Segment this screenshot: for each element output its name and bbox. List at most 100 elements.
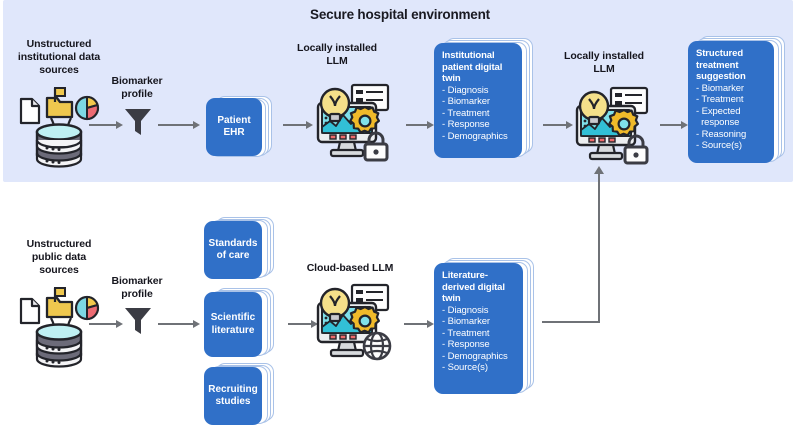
literature-twin-title-line-2: derived digital bbox=[442, 281, 505, 293]
institutional-patient-digital-twin-card[interactable]: Institutional patient digital twin - Dia… bbox=[434, 38, 538, 158]
scientific-literature-line-2: literature bbox=[211, 324, 255, 336]
institutional-twin-bullet-1: - Diagnosis bbox=[442, 84, 489, 96]
feedback-connector-arrowhead bbox=[594, 166, 604, 174]
globe-icon bbox=[362, 331, 392, 361]
institutional-twin-title-line-1: Institutional bbox=[442, 50, 495, 61]
structured-suggestion-bullet-4: - Reasoning bbox=[696, 128, 747, 140]
arrow-top-1-head bbox=[116, 120, 123, 129]
arrow-bottom-4-line bbox=[404, 323, 428, 325]
arrow-bottom-2-line bbox=[158, 323, 194, 325]
scientific-literature-line-1: Scientific bbox=[210, 312, 256, 323]
feedback-connector-horizontal bbox=[542, 321, 600, 323]
arrow-top-2-line bbox=[158, 124, 194, 126]
literature-twin-bullet-4: - Response bbox=[442, 339, 490, 350]
arrow-top-5-head bbox=[566, 120, 573, 129]
standards-of-care-card-face: Standards of care bbox=[204, 221, 262, 279]
structured-suggestion-bullet-2: - Treatment bbox=[696, 94, 744, 105]
bottom-filter-caption: Biomarker profile bbox=[106, 275, 168, 301]
literature-twin-bullet-3: - Treatment bbox=[442, 327, 490, 339]
top-filter-caption-line-2: profile bbox=[121, 88, 153, 100]
arrow-top-2-head bbox=[193, 120, 200, 129]
institutional-twin-card-face: Institutional patient digital twin - Dia… bbox=[434, 43, 522, 158]
recruiting-studies-line-1: Recruiting bbox=[208, 383, 258, 395]
arrow-top-4-head bbox=[427, 120, 434, 129]
arrow-bottom-1-head bbox=[116, 319, 123, 328]
bottom-source-caption-line-1: Unstructured bbox=[26, 238, 92, 250]
cloud-llm-computer-icon bbox=[313, 283, 393, 359]
arrow-bottom-3-head bbox=[311, 319, 318, 328]
arrow-top-3-line bbox=[283, 124, 307, 126]
database-icon bbox=[17, 284, 100, 368]
page-title: Secure hospital environment bbox=[310, 7, 490, 22]
institutional-twin-bullet-5: - Demographics bbox=[442, 130, 508, 142]
patient-ehr-line-1: Patient bbox=[217, 114, 251, 126]
funnel-icon bbox=[124, 305, 152, 337]
literature-twin-bullet-1: - Diagnosis bbox=[442, 304, 489, 316]
top-source-caption-line-3: sources bbox=[39, 64, 79, 76]
arrow-top-5-line bbox=[543, 124, 567, 126]
top-filter-caption: Biomarker profile bbox=[106, 75, 168, 101]
bottom-source-caption-line-3: sources bbox=[39, 264, 79, 276]
structured-suggestion-card-face: Structured treatment suggestion - Biomar… bbox=[688, 41, 774, 163]
bottom-filter-caption-line-2: profile bbox=[121, 288, 153, 300]
literature-twin-bullet-5: - Demographics bbox=[442, 350, 508, 362]
structured-suggestion-title: Structured treatment suggestion bbox=[696, 48, 767, 83]
recruiting-studies-card[interactable]: Recruiting studies bbox=[204, 363, 284, 425]
arrow-top-1-line bbox=[89, 124, 117, 126]
standards-of-care-card[interactable]: Standards of care bbox=[204, 217, 284, 279]
structured-suggestion-bullet-3: - Expected bbox=[696, 105, 741, 117]
structured-suggestion-bullet-1: - Biomarker bbox=[696, 82, 744, 94]
literature-twin-title-line-3: twin bbox=[442, 293, 461, 304]
literature-twin-bullet-2: - Biomarker bbox=[442, 316, 490, 327]
funnel-icon bbox=[124, 106, 152, 138]
local-llm-computer-icon bbox=[313, 83, 393, 159]
top-source-caption: Unstructured institutional data sources bbox=[0, 38, 118, 77]
llm2-caption-line-2: LLM bbox=[593, 63, 615, 75]
llm1-caption: Locally installed LLM bbox=[295, 42, 379, 68]
literature-twin-card-face: Literature- derived digital twin - Diagn… bbox=[434, 263, 523, 394]
scientific-literature-card-face: Scientific literature bbox=[204, 292, 262, 357]
secure-hospital-environment-panel bbox=[3, 0, 793, 182]
recruiting-studies-line-2: studies bbox=[215, 396, 251, 407]
structured-suggestion-bullet-3b: response bbox=[696, 117, 740, 128]
cloud-llm-caption: Cloud-based LLM bbox=[306, 262, 394, 274]
structured-suggestion-title-line-2: treatment bbox=[696, 59, 739, 71]
institutional-twin-bullet-4: - Response bbox=[442, 119, 490, 130]
bottom-source-caption-line-2: public data bbox=[31, 251, 87, 263]
llm1-caption-line-1: Locally installed bbox=[297, 42, 377, 54]
bottom-filter-caption-line-1: Biomarker bbox=[111, 275, 163, 287]
literature-twin-bullets: - Diagnosis - Biomarker - Treatment - Re… bbox=[442, 305, 516, 374]
arrow-bottom-4-head bbox=[427, 319, 434, 328]
structured-treatment-suggestion-card[interactable]: Structured treatment suggestion - Biomar… bbox=[688, 36, 792, 163]
structured-suggestion-title-line-3: suggestion bbox=[696, 71, 746, 82]
top-source-caption-line-2: institutional data bbox=[17, 51, 101, 63]
institutional-twin-bullet-3: - Treatment bbox=[442, 107, 490, 119]
arrow-top-6-head bbox=[681, 120, 688, 129]
lock-icon bbox=[622, 134, 650, 165]
llm2-caption-line-1: Locally installed bbox=[564, 50, 644, 62]
patient-ehr-line-2: EHR bbox=[223, 127, 245, 138]
structured-suggestion-bullet-5: - Source(s) bbox=[696, 140, 742, 151]
standards-of-care-line-2: of care bbox=[216, 250, 250, 261]
lock-icon bbox=[362, 131, 390, 162]
scientific-literature-card[interactable]: Scientific literature bbox=[204, 288, 284, 358]
institutional-twin-title-line-3: twin bbox=[442, 73, 461, 84]
local-llm-computer-icon bbox=[572, 86, 652, 162]
literature-derived-digital-twin-card[interactable]: Literature- derived digital twin - Diagn… bbox=[434, 258, 542, 394]
arrow-top-6-line bbox=[660, 124, 682, 126]
structured-suggestion-bullets: - Biomarker - Treatment - Expected respo… bbox=[696, 83, 767, 152]
patient-ehr-card[interactable]: Patient EHR bbox=[206, 96, 272, 157]
feedback-connector-vertical bbox=[598, 173, 600, 323]
standards-of-care-line-1: Standards bbox=[208, 237, 258, 249]
institutional-twin-title-line-2: patient digital bbox=[442, 61, 503, 73]
institutional-twin-bullets: - Diagnosis - Biomarker - Treatment - Re… bbox=[442, 85, 515, 143]
literature-twin-title: Literature- derived digital twin bbox=[442, 270, 516, 305]
institutional-twin-title: Institutional patient digital twin bbox=[442, 50, 515, 85]
literature-twin-title-line-1: Literature- bbox=[442, 270, 488, 281]
recruiting-studies-card-face: Recruiting studies bbox=[204, 367, 262, 425]
arrow-bottom-2-head bbox=[193, 319, 200, 328]
llm2-caption: Locally installed LLM bbox=[562, 50, 646, 76]
database-icon bbox=[17, 84, 100, 168]
arrow-bottom-1-line bbox=[89, 323, 117, 325]
